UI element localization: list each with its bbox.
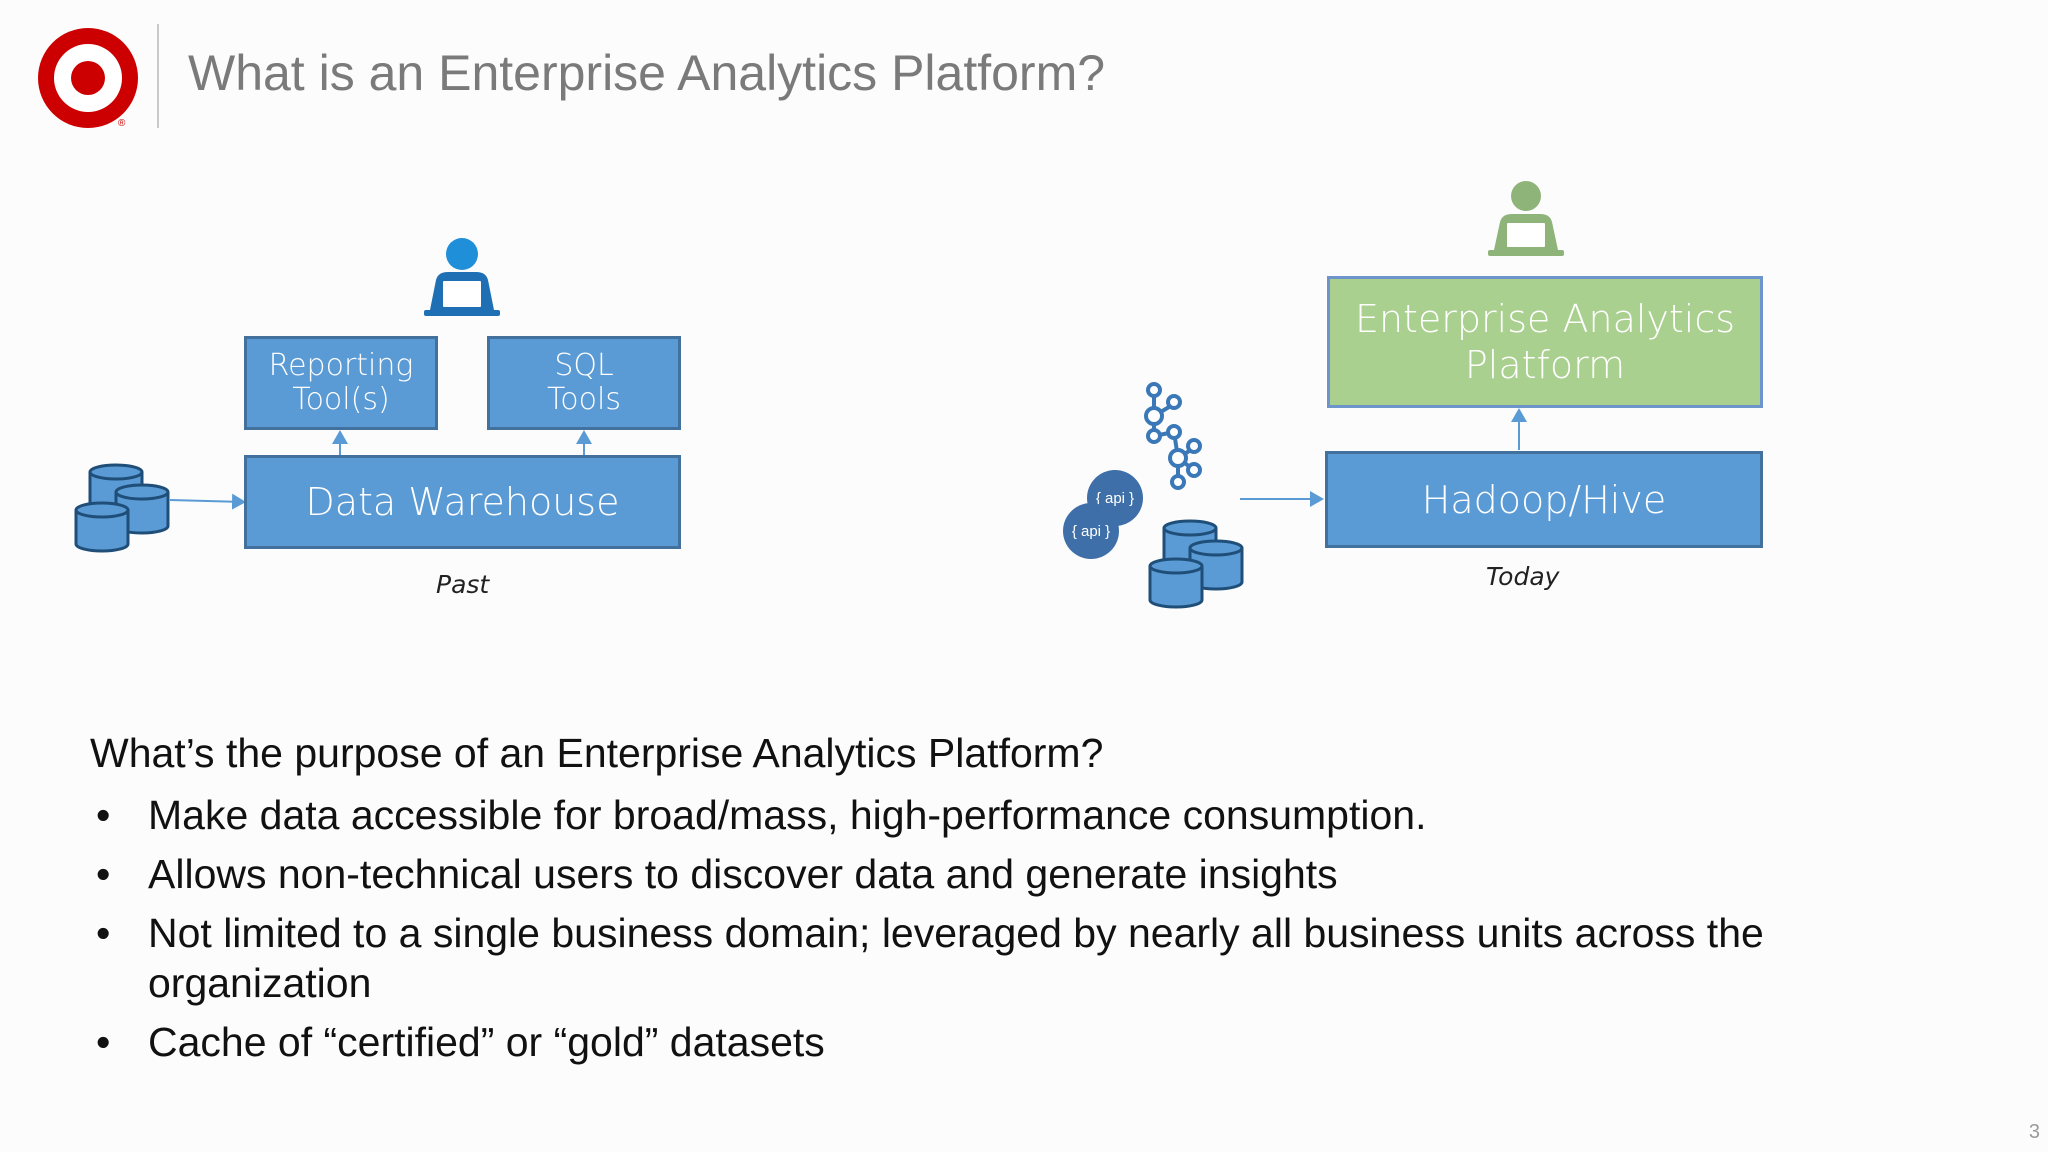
enterprise-analytics-platform-box: Enterprise Analytics Platform: [1327, 276, 1763, 408]
sql-tools-box: SQL Tools: [487, 336, 681, 430]
hadoop-hive-label: Hadoop/Hive: [1421, 477, 1667, 522]
enterprise-analytics-platform-label: Enterprise Analytics Platform: [1354, 297, 1736, 387]
reporting-tools-label: Reporting Tool(s): [268, 348, 414, 417]
database-cluster-icon: [1148, 519, 1244, 609]
bullet-text: Allows non-technical users to discover d…: [148, 851, 1338, 897]
bullet-item: • Not limited to a single business domain…: [96, 908, 1816, 1008]
reporting-tools-box: Reporting Tool(s): [244, 336, 438, 430]
bullet-marker: •: [96, 792, 111, 838]
bullet-item: • Allows non-technical users to discover …: [96, 849, 1816, 899]
database-icon: [74, 501, 130, 553]
data-warehouse-label: Data Warehouse: [305, 480, 620, 524]
svg-text:®: ®: [118, 118, 126, 129]
database-icon: [1148, 557, 1204, 609]
kafka-icon: [1144, 382, 1202, 490]
database-cluster-icon: [74, 463, 170, 553]
target-bullseye-logo: ®: [38, 28, 138, 129]
bullet-item: • Cache of “certified” or “gold” datasets: [96, 1017, 1816, 1067]
user-at-laptop-icon: [1488, 181, 1564, 256]
hadoop-hive-box: Hadoop/Hive: [1325, 451, 1763, 548]
bullet-text: Cache of “certified” or “gold” datasets: [148, 1019, 825, 1065]
bullet-text: Make data accessible for broad/mass, hig…: [148, 792, 1427, 838]
api-icon: { api }: [1063, 503, 1119, 559]
data-warehouse-box: Data Warehouse: [244, 455, 681, 549]
user-at-laptop-icon: [424, 238, 500, 316]
purpose-bullet-list: • Make data accessible for broad/mass, hi…: [96, 790, 1816, 1076]
caption-today: Today: [1486, 562, 1560, 591]
api-icon-label: { api }: [1071, 522, 1111, 540]
arrow-db-to-warehouse: [169, 493, 246, 510]
api-icon-label: { api }: [1095, 489, 1135, 507]
bullet-text: Not limited to a single business domain;…: [148, 910, 1764, 1006]
bullet-marker: •: [96, 1019, 111, 1065]
header-divider: [157, 24, 159, 128]
slide-title: What is an Enterprise Analytics Platform…: [188, 45, 1106, 101]
bullet-marker: •: [96, 851, 111, 897]
sql-tools-label: SQL Tools: [547, 348, 621, 417]
page-number: 3: [2028, 1121, 2040, 1143]
purpose-question: What’s the purpose of an Enterprise Anal…: [90, 730, 1104, 776]
bullet-item: • Make data accessible for broad/mass, hi…: [96, 790, 1816, 840]
bullet-marker: •: [96, 910, 111, 956]
caption-past: Past: [436, 570, 490, 599]
